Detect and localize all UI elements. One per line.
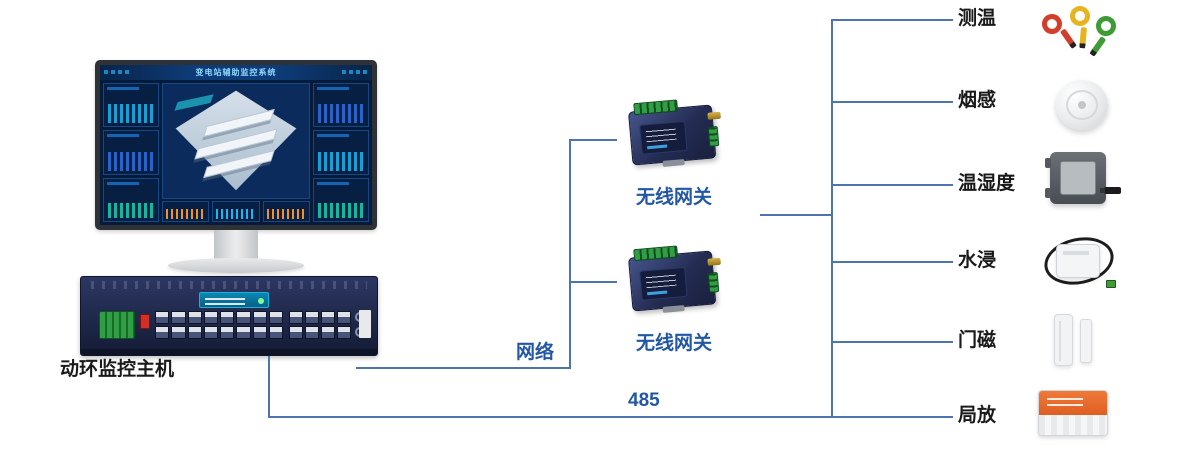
network-link-label: 网络 (515, 342, 554, 363)
wireless-gateway-2-label: 无线网关 (635, 333, 712, 354)
branch-partial-discharge (831, 416, 953, 418)
rack-uplink-ports (289, 311, 351, 339)
smoke-detector-body (1056, 80, 1108, 130)
wireless-gateway-1: 无线网关 (610, 99, 738, 209)
monitor: 变电站辅助监控系统 (95, 60, 377, 230)
mount-ear (1045, 188, 1051, 198)
sensor-trunk-line (831, 19, 833, 418)
dashboard-panel (313, 130, 369, 175)
bus-485-line-horizontal (268, 416, 833, 418)
partial-discharge-label-panel (1039, 391, 1107, 416)
dashboard-3d-room-view (162, 83, 310, 199)
dashboard-panel (103, 130, 159, 175)
network-line-horizontal (356, 367, 570, 369)
rack-ethernet-ports (155, 311, 283, 339)
network-branch-gateway-1 (569, 139, 617, 141)
water-leak-probe-tip (1106, 280, 1116, 288)
monitor-stand-neck (214, 230, 258, 260)
gateway-faceplate (639, 266, 688, 301)
room-wall (173, 93, 214, 111)
branch-temp-humidity (831, 184, 953, 186)
temp-tie-red (1038, 10, 1066, 38)
temp-humidity-antenna (1100, 187, 1121, 194)
partial-discharge-vents (1039, 415, 1107, 435)
temp-measure-sensor-photo (1038, 4, 1124, 48)
rack-terminal-block (99, 311, 135, 339)
partial-discharge-body (1038, 390, 1108, 436)
smoke-detector-photo (1056, 80, 1108, 130)
wireless-gateway-2: 无线网关 (610, 245, 738, 355)
mount-ear (1045, 158, 1051, 168)
dashboard-bottom-panels (162, 201, 310, 222)
water-leak-assembly (1039, 231, 1119, 292)
rack-lcd-display (199, 292, 269, 308)
sensor-label-water-leak: 水浸 (958, 250, 997, 271)
water-leak-body (1056, 244, 1100, 278)
sensor-label-smoke: 烟感 (958, 90, 997, 111)
dashboard-panel (162, 201, 210, 222)
sensor-label-partial-discharge: 局放 (958, 405, 997, 426)
dashboard-panel (262, 201, 310, 222)
sensor-label-door-contact: 门磁 (958, 330, 997, 351)
dashboard-panel (103, 177, 159, 222)
dashboard-panel (313, 177, 369, 222)
monitor-screen-dashboard: 变电站辅助监控系统 (100, 65, 372, 225)
dashboard-title-bar: 变电站辅助监控系统 (100, 65, 372, 80)
bus-485-line-vertical (268, 356, 270, 418)
rack-bottom-rail (81, 349, 377, 355)
wireless-link-stub (760, 214, 833, 216)
gateway-antenna-connector (707, 257, 721, 266)
wireless-gateway-2-photo (623, 242, 721, 316)
dashboard-title: 变电站辅助监控系统 (195, 68, 277, 77)
dashboard-panel (313, 83, 369, 128)
temp-tie-green (1092, 12, 1120, 40)
wireless-gateway-1-photo (623, 96, 721, 170)
monitoring-host-rack (80, 276, 378, 356)
dashboard-right-panels (313, 83, 369, 222)
gateway-terminal-side (707, 126, 720, 147)
gateway-din-clip (662, 305, 685, 313)
sensor-label-temp-humidity: 温湿度 (958, 173, 1016, 194)
rack-power-switch (140, 314, 150, 329)
branch-smoke (831, 101, 953, 103)
host-label: 动环监控主机 (60, 359, 175, 380)
rack-vents (91, 281, 367, 289)
network-line-vertical (569, 139, 571, 369)
gateway-din-clip (662, 159, 685, 167)
door-contact-photo (1054, 314, 1096, 370)
temp-tie-yellow (1069, 5, 1091, 27)
rack-label-sticker (359, 310, 371, 338)
branch-door-contact (831, 341, 953, 343)
branch-water-leak (831, 261, 953, 263)
monitor-stand-base (168, 258, 304, 273)
sensor-label-temp-measure: 测温 (958, 8, 997, 29)
water-leak-sensor-photo (1039, 231, 1119, 292)
door-contact-main (1054, 314, 1073, 366)
wireless-gateway-1-label: 无线网关 (635, 187, 712, 208)
bus-485-link-label: 485 (628, 390, 660, 411)
dashboard-panel (212, 201, 260, 222)
door-contact-magnet (1080, 319, 1092, 363)
dashboard-panel (103, 83, 159, 128)
temp-humidity-sensor-photo (1045, 152, 1121, 204)
network-branch-gateway-2 (569, 281, 617, 283)
door-contact-assembly (1054, 314, 1096, 370)
partial-discharge-sensor-photo (1038, 390, 1108, 436)
temp-humidity-body (1045, 152, 1121, 204)
gateway-antenna-connector (707, 111, 721, 120)
branch-temp-measure (831, 19, 953, 21)
dashboard-left-panels (103, 83, 159, 222)
gateway-faceplate (639, 120, 688, 155)
gateway-terminal-side (707, 272, 720, 293)
